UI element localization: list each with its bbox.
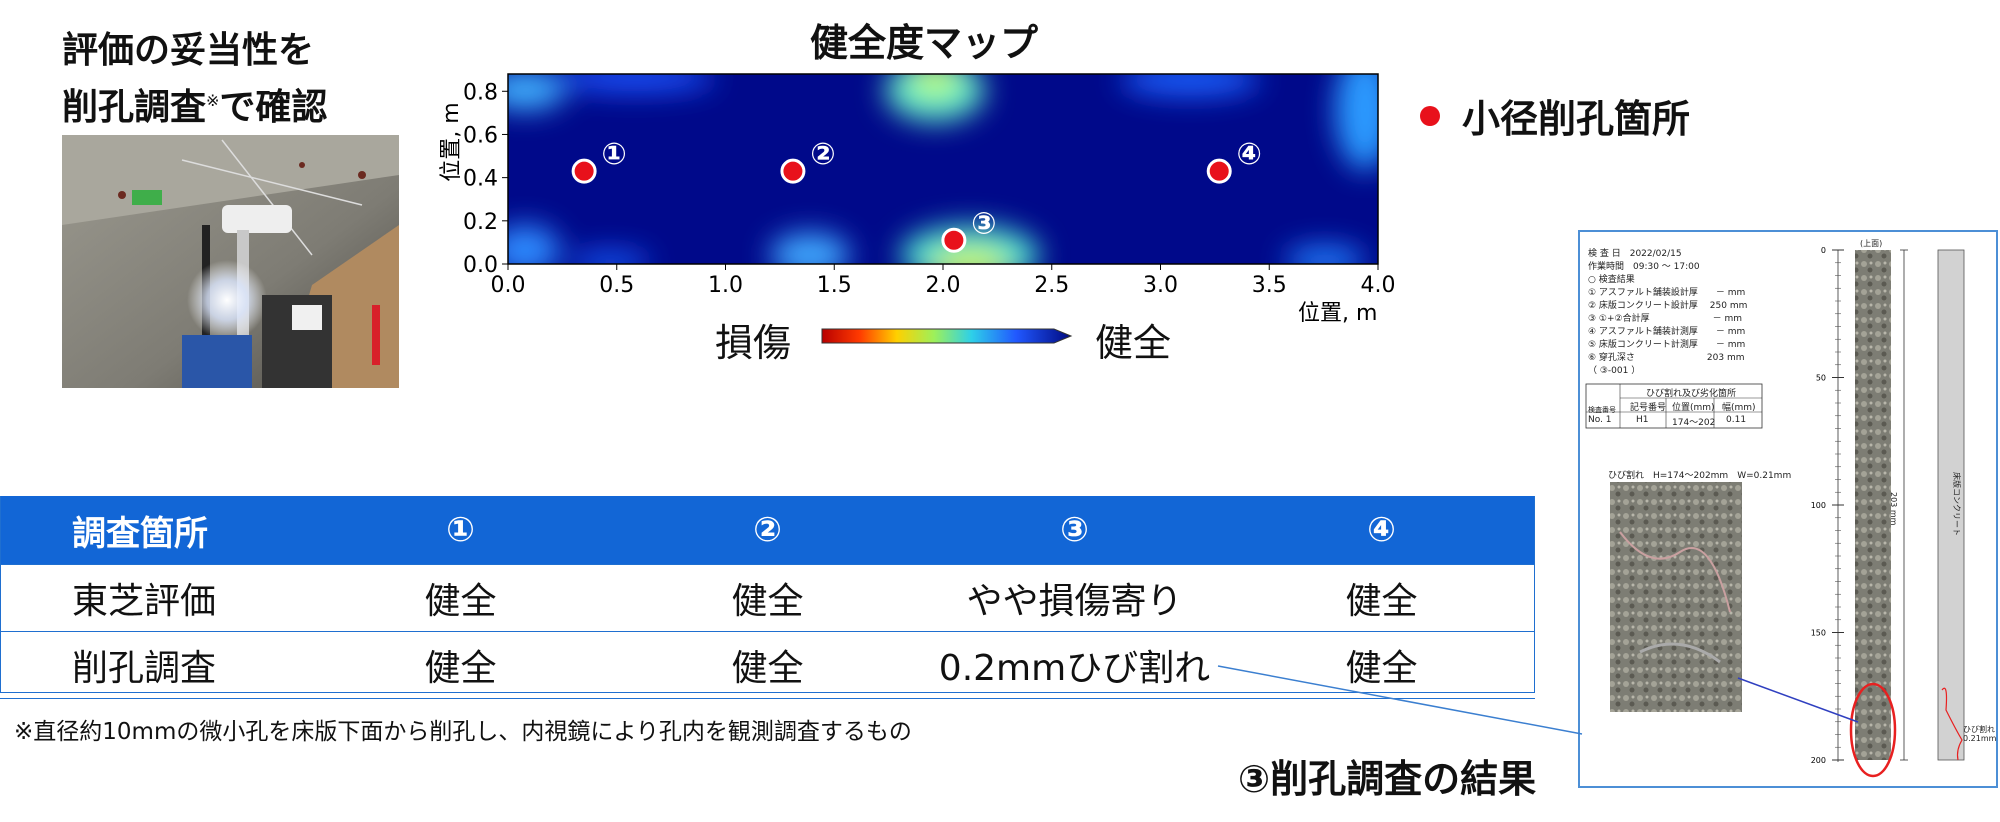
heatmap-field [508,74,1378,264]
survey-points: ① ② ③ ④ [571,137,1262,253]
report-image-caption: ひび割れ H=174～202mm W=0.21mm [1608,471,1792,481]
y-tick-label: 0.2 [463,210,498,235]
report-material-label: 床版コンクリート [1952,472,1961,536]
table-row: 東芝評価 健全 健全 やや損傷寄り 健全 [0,564,1535,632]
y-axis: 0.0 0.2 0.4 0.6 0.8 [463,80,508,278]
colorbar [821,328,1073,344]
table-cell: 健全 [307,564,614,632]
survey-point-label: ③ [971,206,996,241]
table-header-cell: ② [614,496,921,565]
report-info-line: ○ 検査結果 [1588,275,1635,285]
result-table: 調査箇所 ① ② ③ ④ 東芝評価 健全 健全 やや損傷寄り 健全 削孔調査 健… [0,496,1535,699]
x-tick-label: 1.5 [817,273,852,298]
table-cell: 健全 [1228,564,1535,632]
report-info-line: 検 査 日 2022/02/15 [1588,249,1682,259]
report-graphics: 0 50 100 150 200 [1585,246,1965,778]
report-info-line: 作業時間 09:30 ～ 17:00 [1588,262,1700,272]
survey-point-label: ① [601,137,626,172]
survey-point-marker [780,158,806,184]
depth-tick-label: 100 [1811,501,1826,510]
report-table-header: 記号番号 [1630,403,1667,413]
x-tick-label: 0.0 [491,273,526,298]
legend-damage-label: 損傷 [715,321,792,365]
table-header-cell: 調査箇所 [0,496,307,565]
x-tick-label: 3.0 [1143,273,1178,298]
table-header-row: 調査箇所 ① ② ③ ④ [0,496,1535,565]
report-table-header: 検査番号 [1588,406,1616,414]
report-depth-label: 203 mm [1889,492,1898,526]
legend-sound-label: 健全 [1095,321,1172,365]
footnote: ※直径約10mmの微小孔を床版下面から削孔し、内視鏡により孔内を観測調査するもの [14,719,912,745]
report-table-header: 位置(mm) [1672,403,1715,413]
table-cell: 削孔調査 [0,631,307,699]
report-info-line: ② 床版コンクリート設計厚 250 mm [1588,301,1748,311]
report-info-line: ③ ①+②合計厚 － mm [1588,314,1743,324]
table-cell: 東芝評価 [0,564,307,632]
report-info-line: ⑥ 穿孔深さ 203 mm [1588,353,1745,363]
x-tick-label: 2.5 [1034,273,1069,298]
x-tick-label: 4.0 [1361,273,1396,298]
survey-point-label: ④ [1237,137,1262,172]
site-legend-label: 小径削孔箇所 [1462,97,1691,141]
y-tick-label: 0.0 [463,253,498,278]
table-cell: 健全 [614,631,921,699]
report-table-cell: No. 1 [1588,415,1612,425]
table-outline [0,496,1535,693]
heading-line2: 削孔調査※で確認 [62,76,402,133]
report-table-cell: H1 [1636,415,1649,425]
table-header-cell: ① [307,496,614,565]
x-tick-label: 3.5 [1252,273,1287,298]
report-crack-value: 0.21mm [1963,734,1997,743]
y-tick-label: 0.8 [463,80,498,105]
survey-point-label: ② [810,137,835,172]
report-table-cell: 174～202 [1672,418,1716,428]
report-info-line: （ ③-001 ） [1588,366,1641,376]
inspection-report: 0 50 100 150 200 検 査 日 2022/02/15 作業時間 09:30 … [1578,230,1998,788]
report-table-header: 幅(mm) [1722,403,1756,413]
y-tick-label: 0.4 [463,167,498,192]
table-header-cell: ④ [1228,496,1535,565]
core-column-image [1855,250,1891,760]
heading-line2-a: 削孔調査 [62,87,207,128]
report-table-cell: 0.11 [1726,415,1747,425]
depth-tick-label: 200 [1811,756,1826,765]
report-crack-label: ひび割れ [1963,725,1995,734]
x-axis-label: 位置, m [1298,301,1377,326]
y-axis-label: 位置, m [439,102,464,181]
health-map-chart: 0.0 0.5 1.0 1.5 2.0 2.5 3.0 3.5 4.0 0.0 0.2 0.4 0.6… [439,73,1396,326]
site-photo [62,135,399,388]
report-info-line: ⑤ 床版コンクリート計測厚 － mm [1588,340,1746,350]
core-closeup-image [1610,482,1742,712]
x-axis: 0.0 0.5 1.0 1.5 2.0 2.5 3.0 3.5 4.0 [491,264,1396,298]
heading-note-mark: ※ [206,91,220,110]
survey-point-marker [941,227,967,253]
table-cell: 健全 [614,564,921,632]
depth-tick-label: 50 [1816,374,1826,383]
heading-line2-b: で確認 [219,87,328,128]
table-cell: 健全 [307,631,614,699]
report-info-line: ④ アスファルト舗装計測厚 － mm [1588,327,1746,337]
site-dot-icon [1420,105,1440,126]
survey-point-marker [1206,158,1232,184]
y-tick-label: 0.6 [463,123,498,148]
survey-point-marker [571,158,597,184]
crack-highlight-ellipse [1849,682,1897,778]
x-tick-label: 1.0 [708,273,743,298]
site-legend: 小径削孔箇所 [1420,88,1690,143]
depth-tick-label: 150 [1811,629,1826,638]
heading: 評価の妥当性を 削孔調査※で確認 [62,26,402,133]
result-label: ③削孔調査の結果 [1238,757,1537,801]
map-title: 健全度マップ [810,21,1039,65]
table-cell: 0.2mmひび割れ [921,631,1228,699]
report-table-title: ひび割れ及び劣化箇所 [1646,389,1737,399]
heading-line1: 評価の妥当性を [62,30,315,71]
report-top-label: (上面) [1860,239,1883,248]
x-tick-label: 0.5 [599,273,634,298]
x-tick-label: 2.0 [926,273,961,298]
depth-tick-label: 0 [1821,246,1826,255]
report-info-line: ① アスファルト舗装設計厚 － mm [1588,288,1746,298]
table-header-cell: ③ [921,496,1228,565]
